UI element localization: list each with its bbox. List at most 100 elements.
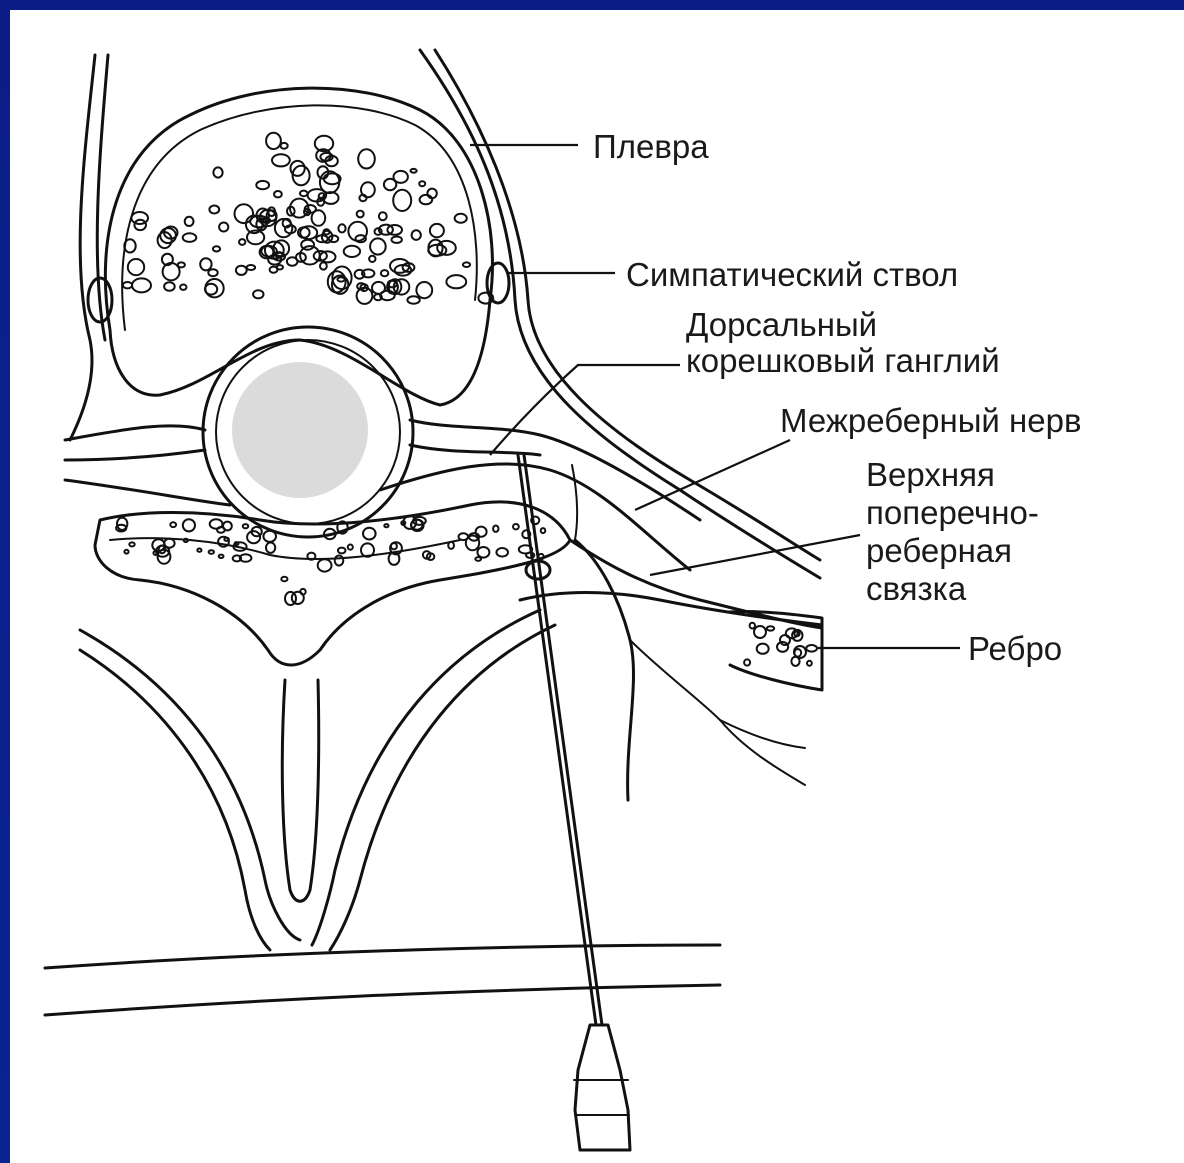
trabecula-lamina bbox=[384, 524, 388, 527]
trabecula-vertebral-body bbox=[291, 161, 305, 176]
intercostal-nerve-branch bbox=[575, 540, 633, 800]
skin-line bbox=[45, 985, 720, 1015]
trabecula-lamina bbox=[210, 519, 223, 528]
trabecula-vertebral-body bbox=[247, 265, 255, 270]
spinous-process bbox=[282, 680, 318, 901]
nerve-twig-3 bbox=[572, 465, 577, 540]
needle-hub bbox=[575, 1025, 630, 1150]
trabecula-vertebral-body bbox=[213, 246, 220, 251]
label-ligament-line3: реберная bbox=[866, 532, 1012, 569]
label-sympathetic-trunk: Симпатический ствол bbox=[626, 256, 958, 293]
trabecula-vertebral-body bbox=[384, 179, 396, 190]
trabecula-vertebral-body bbox=[200, 258, 211, 270]
label-ligament-line4: связка bbox=[866, 570, 967, 607]
trabecula-vertebral-body bbox=[213, 167, 222, 177]
trabecula-lamina bbox=[363, 528, 376, 540]
trabecula-lamina bbox=[448, 542, 454, 549]
trabecula-vertebral-body bbox=[387, 225, 402, 235]
trabecula-vertebral-body bbox=[320, 262, 327, 269]
trabecula-lamina bbox=[281, 577, 287, 582]
arch-right-outer bbox=[312, 610, 540, 945]
label-intercostal-nerve: Межреберный нерв bbox=[780, 402, 1082, 439]
trabecula-vertebral-body bbox=[266, 133, 281, 149]
trabecula-vertebral-body bbox=[185, 217, 194, 226]
trabecula-vertebral-body bbox=[160, 228, 176, 243]
trabecula-vertebral-body bbox=[344, 246, 360, 257]
trabecula-vertebral-body bbox=[209, 206, 219, 214]
needle-shaft-2 bbox=[524, 455, 602, 1025]
trabecula-rib bbox=[806, 645, 817, 652]
leader-ligament bbox=[650, 535, 860, 575]
trabecula-vertebral-body bbox=[446, 275, 466, 288]
trabecula-lamina bbox=[263, 531, 276, 542]
trabecula-lamina bbox=[219, 555, 224, 558]
transverse-process-lower bbox=[520, 593, 822, 626]
leader-drg bbox=[490, 365, 680, 455]
trabecula-lamina bbox=[197, 549, 201, 552]
trabecula-lamina bbox=[496, 548, 508, 557]
trabecula-lamina bbox=[318, 559, 332, 571]
trabecula-lamina bbox=[477, 547, 489, 558]
trabecula-rib bbox=[791, 657, 799, 666]
trabecula-vertebral-body bbox=[392, 237, 402, 243]
trabecula-vertebral-body bbox=[416, 282, 432, 298]
trabecula-vertebral-body bbox=[375, 228, 382, 235]
vertebral-body bbox=[105, 88, 492, 405]
trabecula-vertebral-body bbox=[128, 259, 144, 275]
trabecula-lamina bbox=[300, 589, 305, 595]
trabecula-vertebral-body bbox=[348, 222, 367, 241]
trabecula-vertebral-body bbox=[379, 212, 387, 220]
arch-left-outer bbox=[80, 630, 300, 940]
subcutaneous-line bbox=[45, 945, 720, 968]
trabecula-lamina bbox=[513, 524, 519, 529]
needle-shaft bbox=[518, 455, 596, 1025]
trabecula-vertebral-body bbox=[338, 224, 345, 232]
trabecula-vertebral-body bbox=[393, 190, 411, 211]
label-rib: Ребро bbox=[968, 630, 1062, 667]
trabecula-vertebral-body bbox=[236, 266, 247, 275]
trabecula-lamina bbox=[493, 526, 498, 532]
trabecula-vertebral-body bbox=[208, 269, 217, 276]
trabecula-vertebral-body bbox=[270, 267, 278, 273]
trabecula-lamina bbox=[209, 550, 214, 554]
trabecula-vertebral-body bbox=[412, 230, 421, 240]
trabecula-rib bbox=[767, 626, 774, 630]
right-root-line-2 bbox=[410, 445, 540, 455]
trabecula-lamina bbox=[266, 543, 275, 553]
trabecula-vertebral-body bbox=[329, 236, 338, 243]
trabecula-lamina bbox=[129, 542, 134, 546]
trabecula-lamina bbox=[476, 527, 487, 537]
label-drg-line2: корешковый ганглий bbox=[686, 342, 1000, 379]
trabecula-lamina bbox=[223, 522, 232, 531]
trabecula-vertebral-body bbox=[124, 239, 135, 252]
label-drg-line1: Дорсальный bbox=[686, 306, 877, 343]
trabecula-vertebral-body bbox=[361, 182, 375, 197]
trabecula-vertebral-body bbox=[455, 214, 467, 223]
rib-marrow-a bbox=[754, 626, 766, 638]
trabecula-rib bbox=[757, 644, 769, 654]
trabecula-vertebral-body bbox=[239, 239, 245, 245]
left-root-line-3 bbox=[65, 480, 230, 505]
left-root-line-2 bbox=[65, 450, 205, 460]
trabecula-vertebral-body bbox=[272, 154, 290, 166]
trabecula-vertebral-body bbox=[463, 262, 470, 267]
trabecula-vertebral-body bbox=[281, 143, 288, 149]
trabecula-vertebral-body bbox=[164, 282, 175, 291]
trabecula-vertebral-body bbox=[407, 296, 419, 303]
left-root-line-1 bbox=[65, 426, 205, 440]
trabecula-vertebral-body bbox=[369, 256, 375, 262]
trabecula-vertebral-body bbox=[256, 181, 269, 189]
trabecula-lamina bbox=[338, 548, 346, 554]
trabecula-lamina bbox=[475, 557, 481, 561]
trabecula-rib bbox=[744, 659, 750, 665]
trabecula-lamina bbox=[466, 536, 479, 551]
label-pleura: Плевра bbox=[593, 128, 709, 165]
trabecula-lamina bbox=[183, 519, 195, 531]
trabecula-vertebral-body bbox=[253, 290, 263, 298]
label-ligament-line2: поперечно- bbox=[866, 494, 1039, 531]
trabecula-vertebral-body bbox=[372, 282, 385, 294]
trabecula-lamina bbox=[124, 550, 128, 554]
trabecula-vertebral-body bbox=[219, 223, 228, 232]
trabecula-lamina bbox=[348, 545, 353, 550]
trabecula-vertebral-body bbox=[430, 224, 444, 237]
